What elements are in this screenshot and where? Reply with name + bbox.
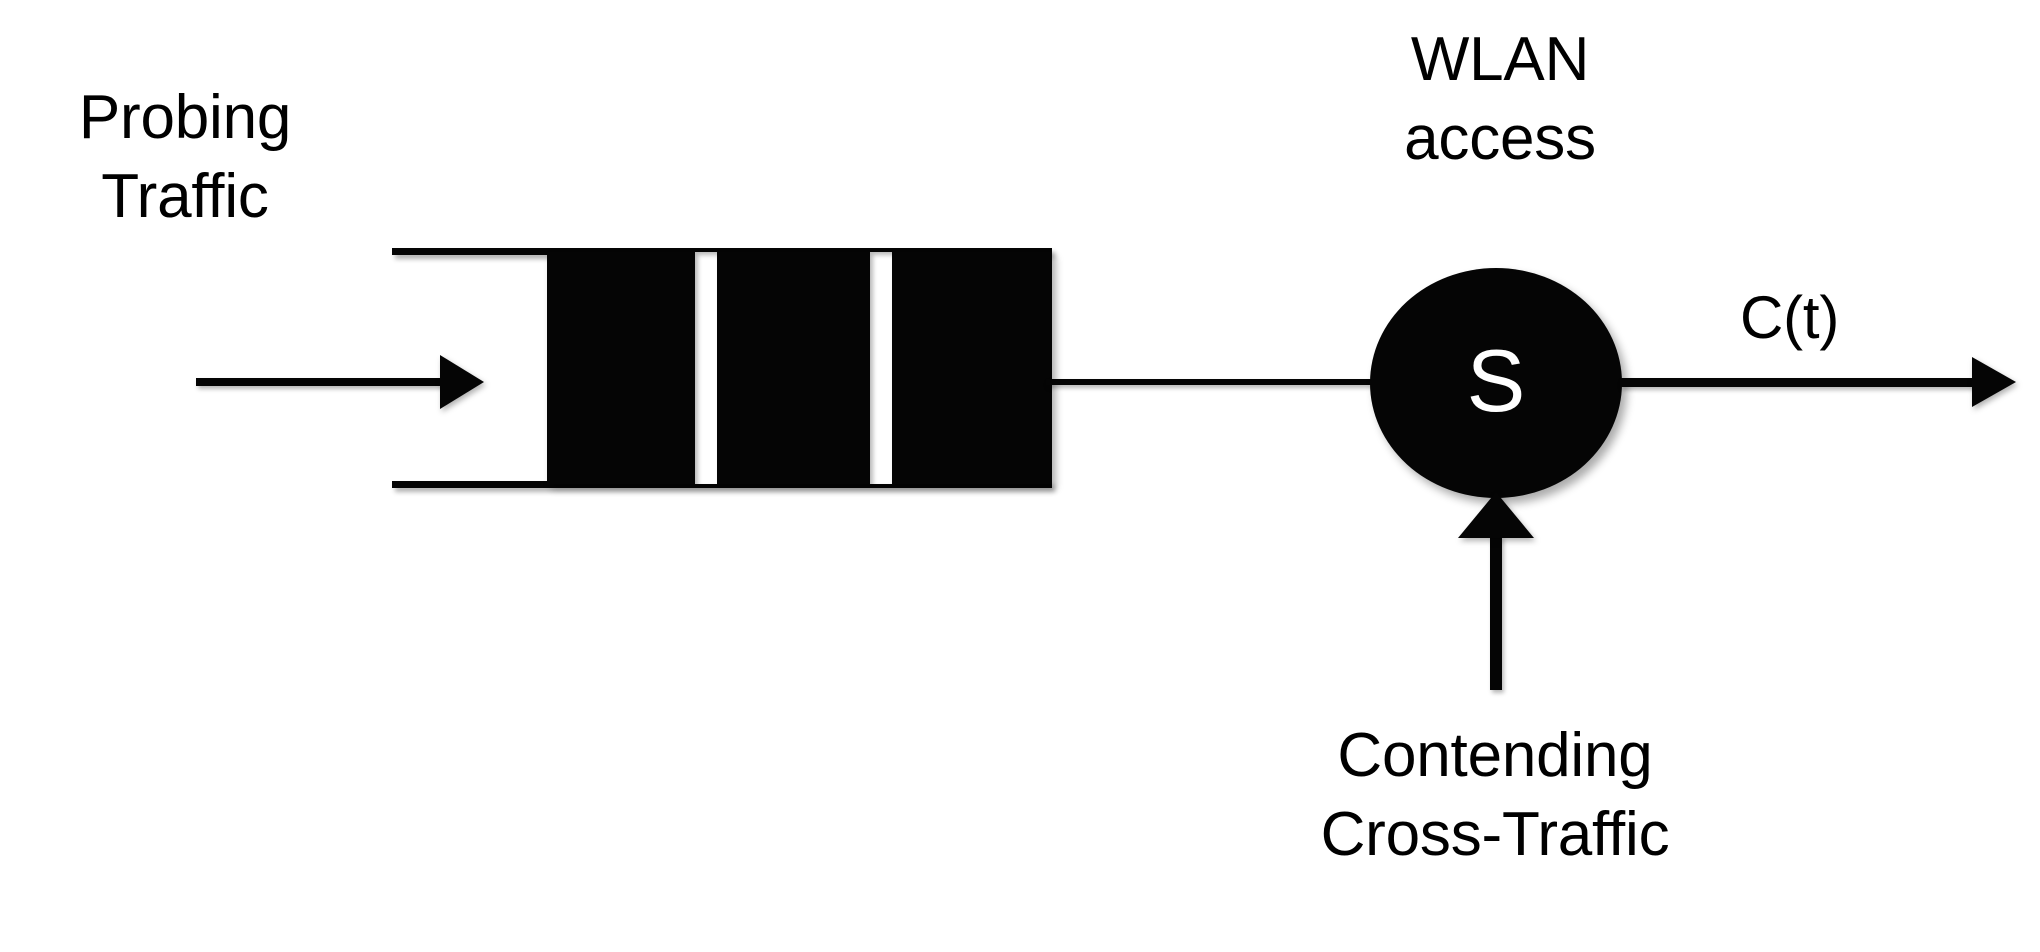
contending-cross-traffic-label: Contending Cross-Traffic [1320, 721, 1670, 870]
queue-rail-bottom [392, 481, 1052, 488]
probing-traffic-arrow-shaft [196, 378, 456, 386]
cross-traffic-arrow-shaft [1490, 535, 1502, 690]
packet-separator-1 [695, 252, 717, 484]
packet-separator-2 [870, 252, 892, 484]
wlan-access-label: WLAN access [1404, 25, 1596, 174]
server-node-label: S [1466, 331, 1526, 430]
server-node-s: S [1370, 268, 1622, 498]
cross-traffic-arrowhead-icon [1458, 492, 1534, 538]
service-output-arrowhead-icon [1972, 357, 2016, 407]
packet-queue [392, 248, 1052, 488]
service-output-arrow-shaft [1620, 378, 1990, 387]
probing-traffic-arrowhead-icon [440, 355, 484, 409]
queued-packets-block [547, 252, 1052, 484]
probing-traffic-label: Probing Traffic [78, 83, 292, 232]
queue-rail-top [392, 248, 1052, 255]
queue-to-server-link [1046, 379, 1386, 385]
capacity-ct-label: C(t) [1740, 284, 1840, 351]
